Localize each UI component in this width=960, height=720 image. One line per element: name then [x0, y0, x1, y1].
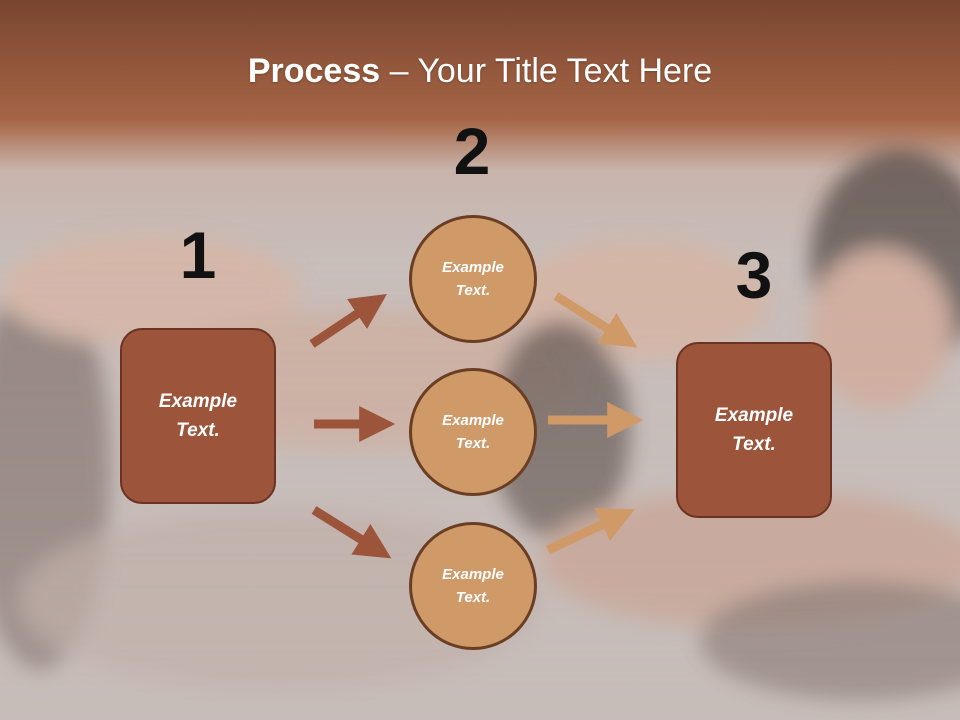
- title-bold: Process: [247, 52, 381, 90]
- step-1-text-line1: Example: [158, 391, 238, 412]
- circle-top-line1: Example: [442, 259, 504, 276]
- circle-top-line2: Text.: [455, 282, 491, 299]
- step-1-box: Example Text.: [120, 328, 276, 504]
- circle-middle: Example Text.: [409, 368, 537, 496]
- step-number-1: 1: [179, 218, 217, 292]
- circle-bottom: Example Text.: [409, 522, 537, 650]
- title-rest: – Your Title Text Here: [380, 52, 713, 90]
- step-1-text-line2: Text.: [176, 420, 220, 441]
- circle-bottom-line1: Example: [442, 566, 504, 583]
- step-3-text-line2: Text.: [732, 434, 776, 455]
- circle-bottom-line2: Text.: [455, 589, 491, 606]
- circle-middle-text: Example Text.: [428, 409, 518, 455]
- step-number-3: 3: [735, 238, 773, 312]
- step-1-text: Example Text.: [138, 387, 258, 445]
- circle-top-text: Example Text.: [428, 256, 518, 302]
- step-3-text: Example Text.: [694, 401, 814, 459]
- circle-middle-line1: Example: [442, 412, 504, 429]
- circle-middle-line2: Text.: [455, 435, 491, 452]
- slide-title: Process – Your Title Text Here: [0, 52, 960, 91]
- step-3-text-line1: Example: [714, 405, 794, 426]
- step-3-box: Example Text.: [676, 342, 832, 518]
- step-number-2: 2: [453, 114, 491, 188]
- circle-bottom-text: Example Text.: [428, 563, 518, 609]
- circle-top: Example Text.: [409, 215, 537, 343]
